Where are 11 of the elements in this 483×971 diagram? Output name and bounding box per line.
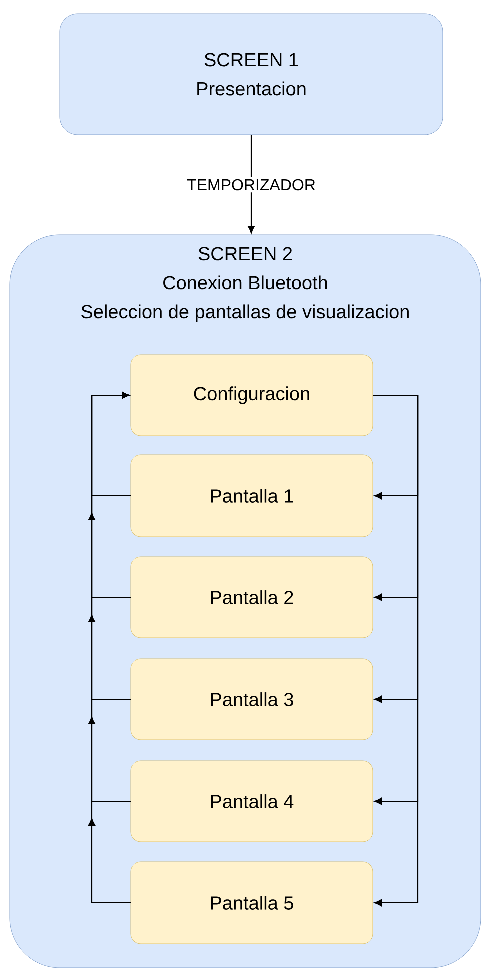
- process-box: Pantalla 2: [130, 556, 374, 638]
- arrow: [373, 394, 419, 906]
- edge-label: TEMPORIZADOR: [185, 177, 318, 193]
- arrow: [88, 392, 131, 904]
- process-box: Pantalla 5: [130, 862, 374, 944]
- process-box: Configuracion: [130, 354, 374, 436]
- arrow: [248, 135, 255, 234]
- process-box: Pantalla 3: [130, 658, 374, 740]
- process-box: SCREEN 1 Presentacion: [60, 14, 444, 136]
- process-box: Pantalla 4: [130, 760, 374, 842]
- process-box: Pantalla 1: [130, 454, 374, 538]
